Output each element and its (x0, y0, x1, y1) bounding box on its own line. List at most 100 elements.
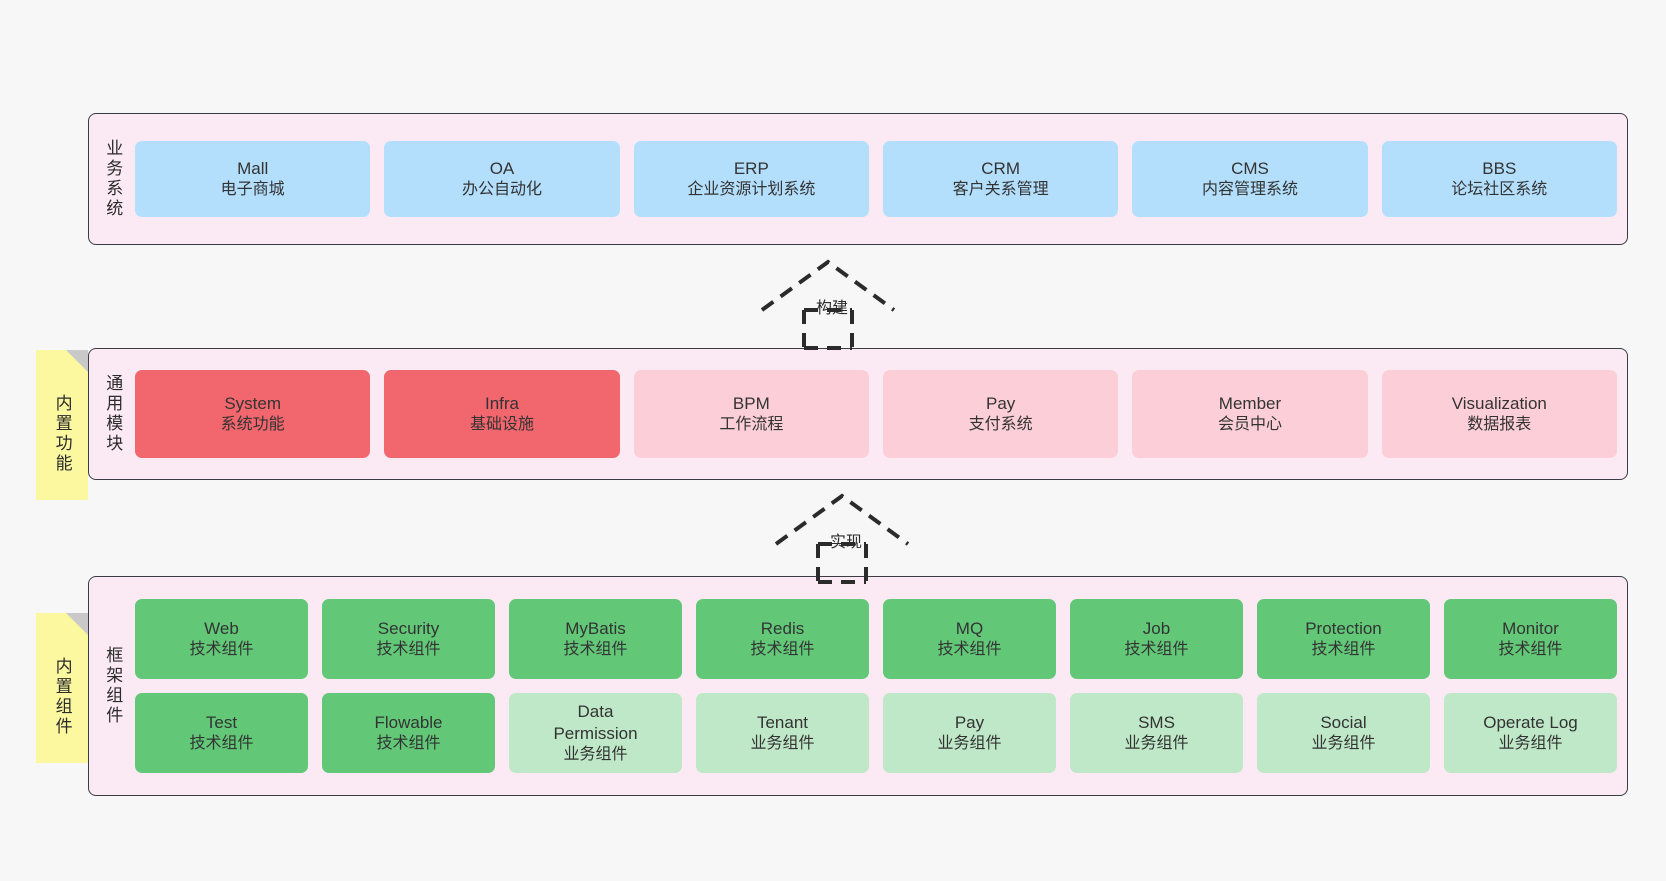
card-title: Social (1320, 712, 1367, 732)
card-web[interactable]: Web 技术组件 (135, 599, 308, 679)
card-subtitle: 技术组件 (1498, 640, 1563, 658)
layer-label-common-module: 通用模块 (89, 349, 135, 479)
folded-corner-icon (66, 613, 88, 635)
card-crm[interactable]: CRM 客户关系管理 (882, 141, 1119, 217)
connector-implement: 实现 (772, 492, 912, 584)
card-subtitle: 技术组件 (563, 640, 628, 658)
card-flowable[interactable]: Flowable 技术组件 (322, 693, 495, 773)
card-title: ERP (733, 158, 769, 178)
card-title: Tenant (756, 712, 809, 732)
folded-corner-icon (66, 350, 88, 372)
card-subtitle: 业务组件 (937, 734, 1002, 752)
card-tenant[interactable]: Tenant 业务组件 (696, 693, 869, 773)
card-title: Monitor (1502, 618, 1559, 638)
card-test[interactable]: Test 技术组件 (135, 693, 308, 773)
sticky-text: 内置功能 (52, 394, 72, 474)
card-operate-log[interactable]: Operate Log 业务组件 (1444, 693, 1617, 773)
card-title: Operate Log (1483, 712, 1578, 732)
card-subtitle: 业务组件 (1311, 734, 1376, 752)
card-subtitle: 办公自动化 (461, 180, 542, 198)
card-row: Test 技术组件 Flowable 技术组件 Data Permission … (135, 693, 1617, 773)
card-subtitle: 电子商城 (220, 180, 285, 198)
card-oa[interactable]: OA 办公自动化 (384, 141, 620, 217)
card-title: MQ (955, 618, 984, 638)
card-subtitle: 支付系统 (968, 415, 1033, 433)
card-title: BBS (1482, 158, 1517, 178)
card-title: MyBatis (565, 618, 626, 638)
card-title: Visualization (1451, 393, 1547, 413)
card-title: Infra (484, 393, 519, 413)
card-subtitle: 数据报表 (1467, 415, 1532, 433)
card-pay[interactable]: Pay 支付系统 (882, 370, 1119, 458)
card-subtitle: 工作流程 (719, 415, 784, 433)
card-title: Data Permission (553, 702, 638, 743)
card-subtitle: 企业资源计划系统 (687, 180, 816, 198)
card-title: Job (1142, 618, 1171, 638)
card-data-permission[interactable]: Data Permission 业务组件 (509, 693, 682, 773)
card-subtitle: 技术组件 (1124, 640, 1189, 658)
card-subtitle: 论坛社区系统 (1451, 180, 1548, 198)
card-title: BPM (732, 393, 770, 413)
card-subtitle: 内容管理系统 (1201, 180, 1298, 198)
card-title: Member (1218, 393, 1282, 413)
card-subtitle: 技术组件 (376, 640, 441, 658)
sticky-builtin-component: 内置组件 (36, 613, 88, 763)
card-redis[interactable]: Redis 技术组件 (696, 599, 869, 679)
card-pay-business[interactable]: Pay 业务组件 (883, 693, 1056, 773)
card-subtitle: 技术组件 (1311, 640, 1376, 658)
card-visualization[interactable]: Visualization 数据报表 (1381, 370, 1617, 458)
layer-common-module: 通用模块 System 系统功能 Infra 基础设施 BPM 工作流程 Pay (88, 348, 1628, 480)
card-infra[interactable]: Infra 基础设施 (384, 370, 620, 458)
layer-framework-component: 框架组件 Web 技术组件 Security 技术组件 MyBatis 技术组件… (88, 576, 1628, 796)
layer-body-business-system: Mall 电子商城 OA 办公自动化 ERP 企业资源计划系统 CRM 客户关系… (135, 114, 1627, 244)
card-erp[interactable]: ERP 企业资源计划系统 (633, 141, 869, 217)
card-row: Mall 电子商城 OA 办公自动化 ERP 企业资源计划系统 CRM 客户关系… (135, 141, 1617, 217)
card-bbs[interactable]: BBS 论坛社区系统 (1381, 141, 1617, 217)
card-cms[interactable]: CMS 内容管理系统 (1132, 141, 1368, 217)
card-title: Security (377, 618, 440, 638)
card-subtitle: 技术组件 (750, 640, 815, 658)
card-protection[interactable]: Protection 技术组件 (1257, 599, 1430, 679)
card-social[interactable]: Social 业务组件 (1257, 693, 1430, 773)
connector-build: 构建 (758, 258, 898, 350)
layer-label-text: 通用模块 (103, 374, 123, 454)
card-mybatis[interactable]: MyBatis 技术组件 (509, 599, 682, 679)
card-subtitle: 技术组件 (937, 640, 1002, 658)
card-title: Pay (986, 393, 1016, 413)
card-title: Redis (760, 618, 805, 638)
layer-business-system: 业务系统 Mall 电子商城 OA 办公自动化 ERP 企业资源计划系统 CRM (88, 113, 1628, 245)
card-system[interactable]: System 系统功能 (135, 370, 371, 458)
card-mq[interactable]: MQ 技术组件 (883, 599, 1056, 679)
card-subtitle: 客户关系管理 (952, 180, 1049, 198)
card-subtitle: 系统功能 (220, 415, 285, 433)
card-subtitle: 基础设施 (469, 415, 534, 433)
card-subtitle: 业务组件 (750, 734, 815, 752)
card-title: CMS (1231, 158, 1269, 178)
layer-label-text: 业务系统 (103, 139, 123, 219)
card-title: OA (489, 158, 515, 178)
card-row: Web 技术组件 Security 技术组件 MyBatis 技术组件 Redi… (135, 599, 1617, 679)
sticky-text: 内置组件 (52, 657, 72, 737)
build-arrow-icon (760, 259, 896, 350)
layer-body-common-module: System 系统功能 Infra 基础设施 BPM 工作流程 Pay 支付系统… (135, 349, 1627, 479)
card-sms[interactable]: SMS 业务组件 (1070, 693, 1243, 773)
sticky-builtin-function: 内置功能 (36, 350, 88, 500)
card-subtitle: 技术组件 (189, 640, 254, 658)
card-title: Pay (954, 712, 985, 732)
card-title: Mall (237, 158, 269, 178)
card-bpm[interactable]: BPM 工作流程 (633, 370, 869, 458)
card-subtitle: 业务组件 (1124, 734, 1189, 752)
card-title: Test (205, 712, 238, 732)
layer-label-text: 框架组件 (103, 646, 123, 726)
card-monitor[interactable]: Monitor 技术组件 (1444, 599, 1617, 679)
card-security[interactable]: Security 技术组件 (322, 599, 495, 679)
layer-label-business-system: 业务系统 (89, 114, 135, 244)
card-mall[interactable]: Mall 电子商城 (135, 141, 371, 217)
card-title: Flowable (374, 712, 443, 732)
card-subtitle: 会员中心 (1217, 415, 1282, 433)
card-subtitle: 业务组件 (1498, 734, 1563, 752)
card-member[interactable]: Member 会员中心 (1132, 370, 1368, 458)
card-subtitle: 技术组件 (189, 734, 254, 752)
card-job[interactable]: Job 技术组件 (1070, 599, 1243, 679)
